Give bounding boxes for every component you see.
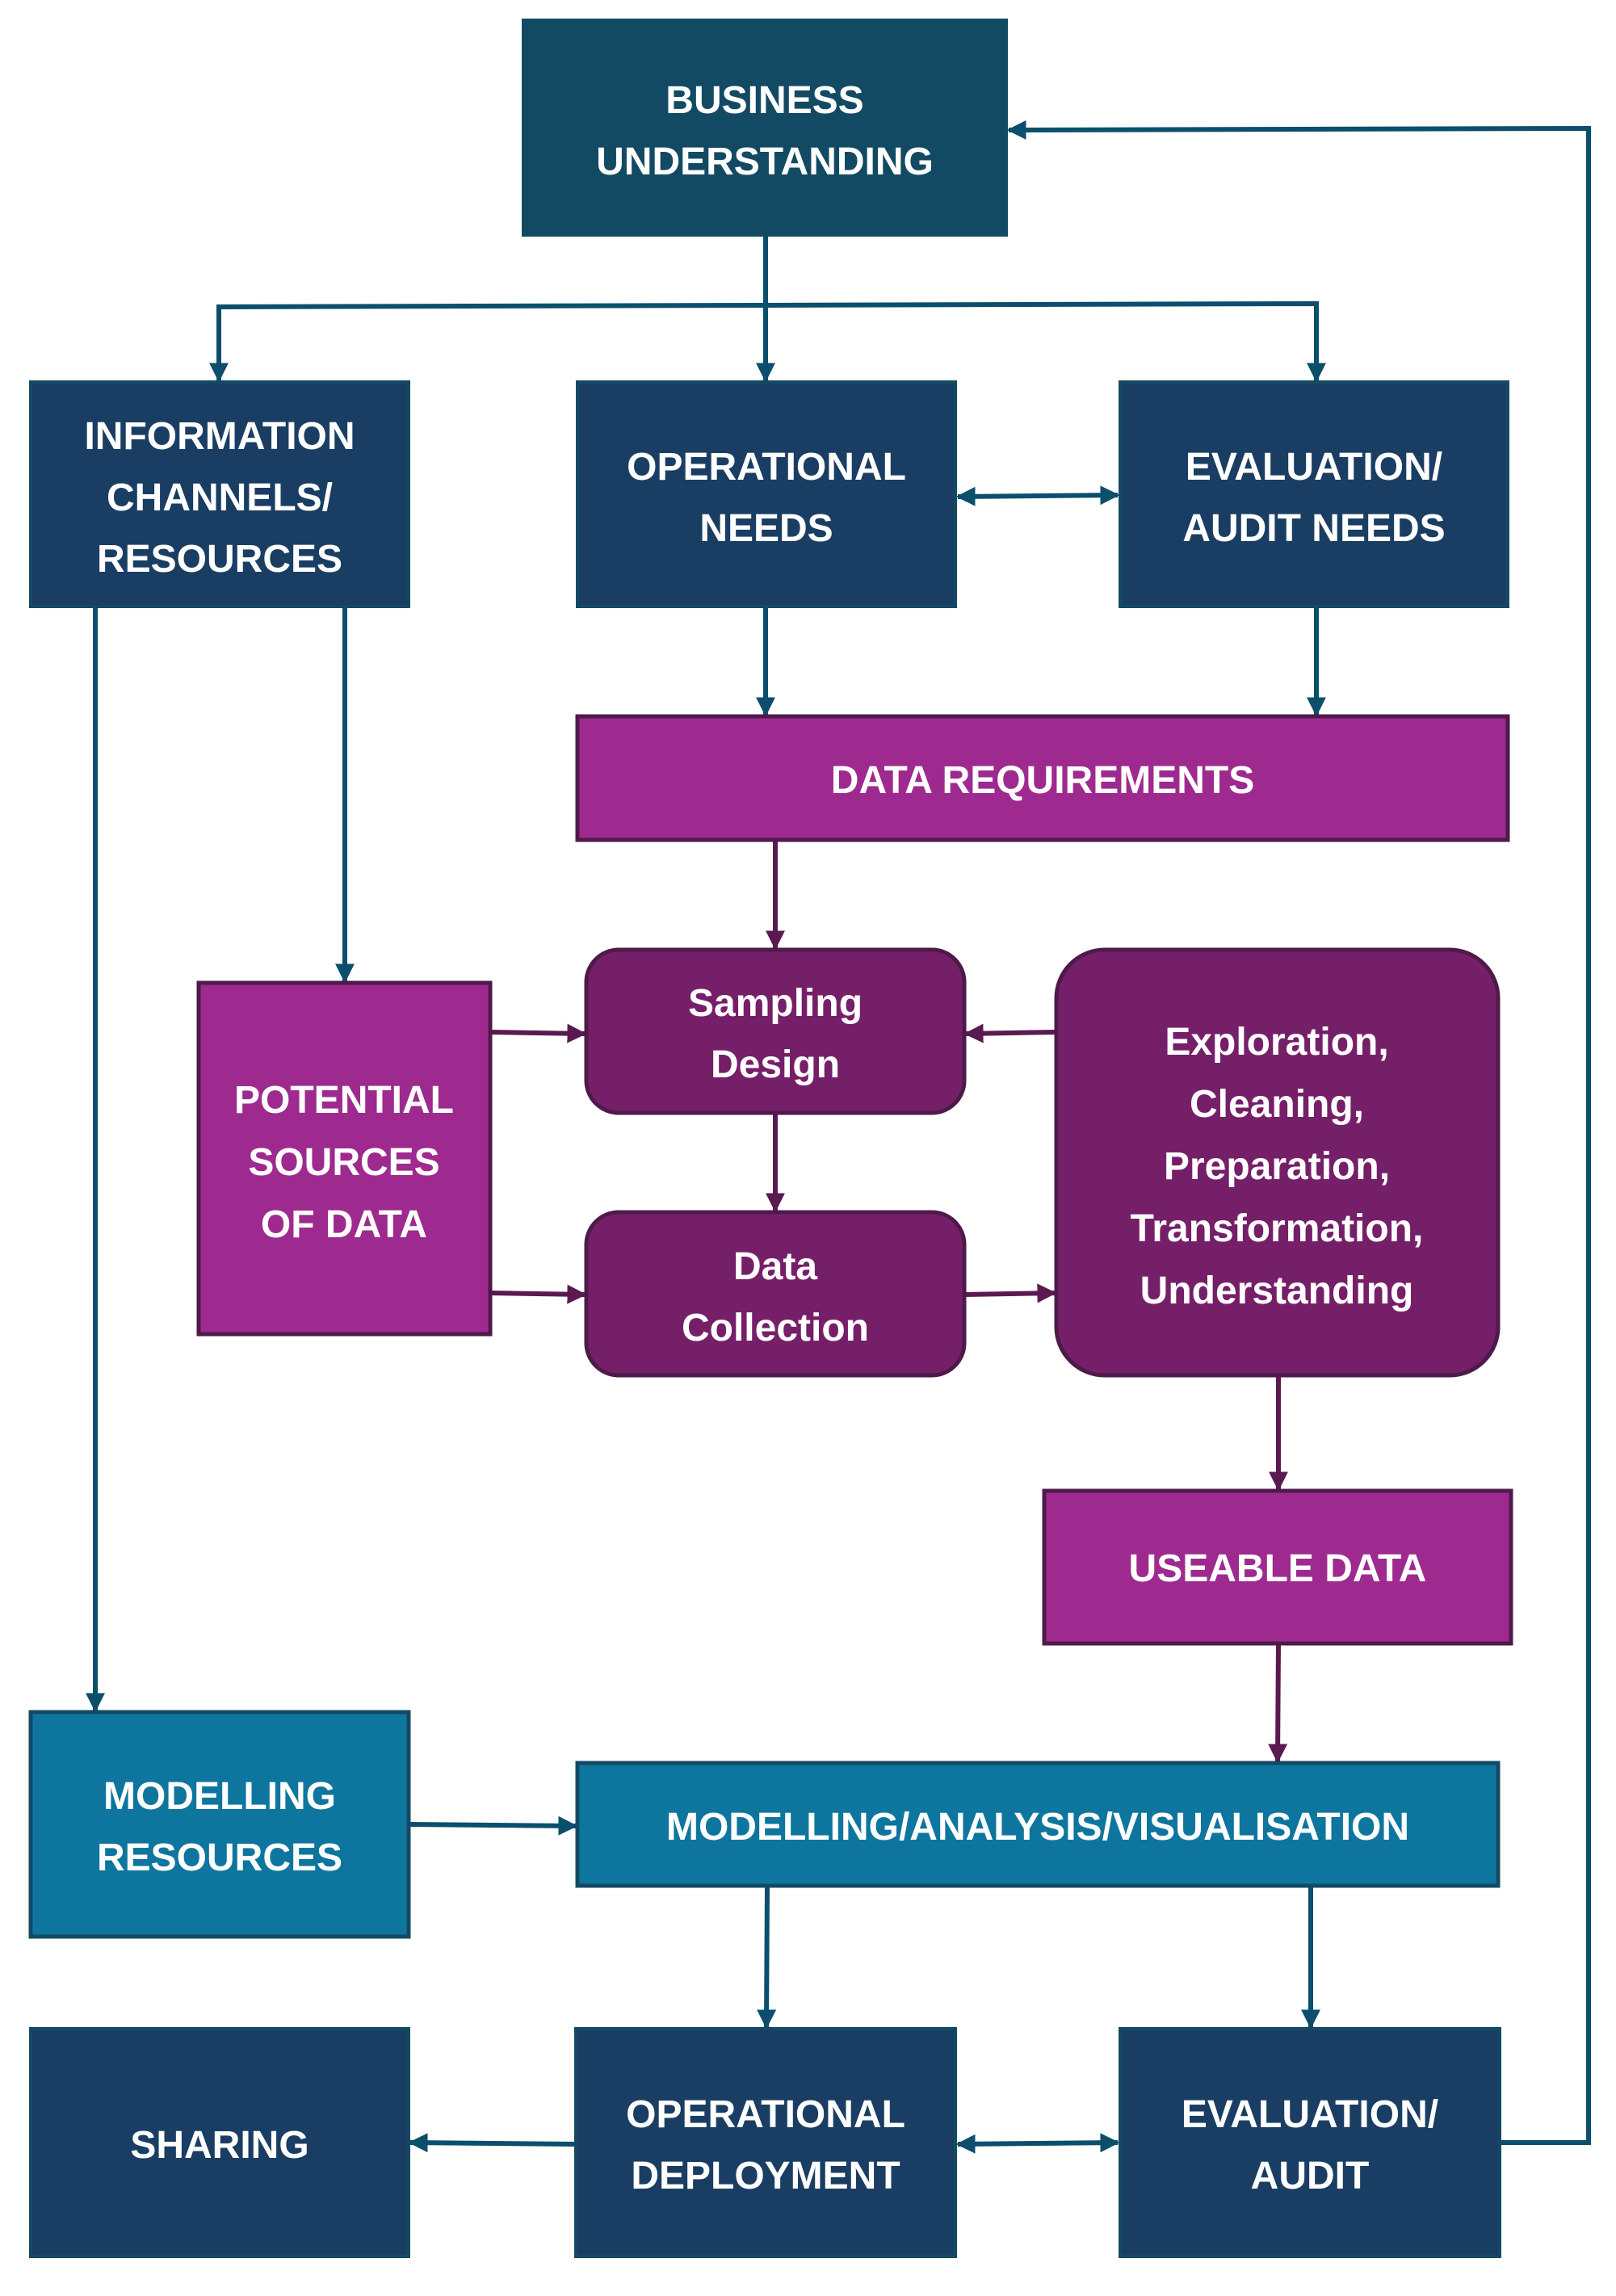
- node-sampling-design: Sampling Design: [584, 947, 967, 1115]
- node-label: SHARING: [130, 2124, 309, 2167]
- node-label: OPERATIONAL: [626, 2093, 905, 2136]
- node-operational-needs: OPERATIONAL NEEDS: [576, 380, 957, 608]
- node-exploration: Exploration, Cleaning, Preparation, Tran…: [1054, 947, 1501, 1378]
- node-label: RESOURCES: [97, 1836, 342, 1879]
- node-label: POTENTIAL: [234, 1079, 454, 1122]
- node-label: Collection: [682, 1307, 869, 1349]
- node-label: EVALUATION/: [1186, 446, 1442, 489]
- edge-evaluation-audit-to-business: [1006, 120, 1591, 2145]
- node-operational-deployment: OPERATIONAL DEPLOYMENT: [574, 2027, 957, 2258]
- node-label: BUSINESS: [665, 79, 863, 122]
- edge-modelling-resources-to-analysis: [408, 1815, 578, 1836]
- edge-operational-evaluation-needs: [955, 485, 1120, 506]
- edge-business-to-evaluation-needs: [765, 300, 1326, 383]
- node-label: NEEDS: [699, 507, 833, 550]
- edge-potential-to-collection: [489, 1284, 587, 1304]
- node-label: AUDIT: [1251, 2155, 1370, 2197]
- connectors: [86, 120, 1591, 2154]
- node-label: Design: [711, 1043, 840, 1086]
- node-label: INFORMATION: [84, 415, 355, 458]
- node-label: AUDIT NEEDS: [1182, 507, 1445, 550]
- node-modelling-resources: MODELLING RESOURCES: [28, 1710, 411, 1939]
- node-potential-sources: POTENTIAL SOURCES OF DATA: [196, 980, 493, 1337]
- node-label: MODELLING/ANALYSIS/VISUALISATION: [666, 1806, 1409, 1849]
- node-label: Transformation,: [1131, 1207, 1424, 1250]
- node-evaluation-audit-needs: EVALUATION/ AUDIT NEEDS: [1119, 380, 1509, 608]
- node-label: USEABLE DATA: [1129, 1547, 1427, 1590]
- node-business-understanding: BUSINESS UNDERSTANDING: [522, 19, 1008, 237]
- edge-exploration-to-sampling: [963, 1023, 1057, 1043]
- node-label: Understanding: [1140, 1270, 1414, 1312]
- node-label: Sampling: [688, 982, 863, 1025]
- node-label: OF DATA: [261, 1203, 427, 1246]
- node-label: Preparation,: [1164, 1145, 1390, 1188]
- node-data-collection: Data Collection: [584, 1210, 967, 1378]
- edge-potential-to-sampling: [489, 1023, 587, 1043]
- node-label: DATA REQUIREMENTS: [831, 759, 1254, 802]
- node-label: Cleaning,: [1190, 1083, 1364, 1126]
- node-label: RESOURCES: [97, 538, 342, 581]
- node-sharing: SHARING: [29, 2027, 410, 2258]
- node-useable-data: USEABLE DATA: [1042, 1488, 1513, 1646]
- edge-deployment-to-sharing: [408, 2133, 577, 2153]
- edge-analysis-to-deployment: [757, 1885, 777, 2029]
- node-label: EVALUATION/: [1182, 2093, 1438, 2136]
- node-evaluation-audit: EVALUATION/ AUDIT: [1119, 2027, 1501, 2258]
- edge-collection-to-exploration: [963, 1283, 1057, 1303]
- edge-business-to-information: [209, 303, 766, 383]
- node-label: Exploration,: [1165, 1021, 1388, 1064]
- node-modelling-analysis: MODELLING/ANALYSIS/VISUALISATION: [575, 1761, 1501, 1888]
- edge-deployment-evaluation-audit: [955, 2133, 1120, 2154]
- node-label: CHANNELS/: [107, 476, 333, 519]
- node-label: OPERATIONAL: [627, 446, 906, 489]
- node-data-requirements: DATA REQUIREMENTS: [575, 714, 1510, 842]
- node-information-channels: INFORMATION CHANNELS/ RESOURCES: [29, 380, 410, 608]
- node-label: SOURCES: [248, 1141, 439, 1184]
- node-label: UNDERSTANDING: [596, 141, 934, 183]
- node-label: DEPLOYMENT: [631, 2155, 900, 2197]
- node-label: Data: [733, 1245, 817, 1288]
- node-label: MODELLING: [103, 1775, 336, 1818]
